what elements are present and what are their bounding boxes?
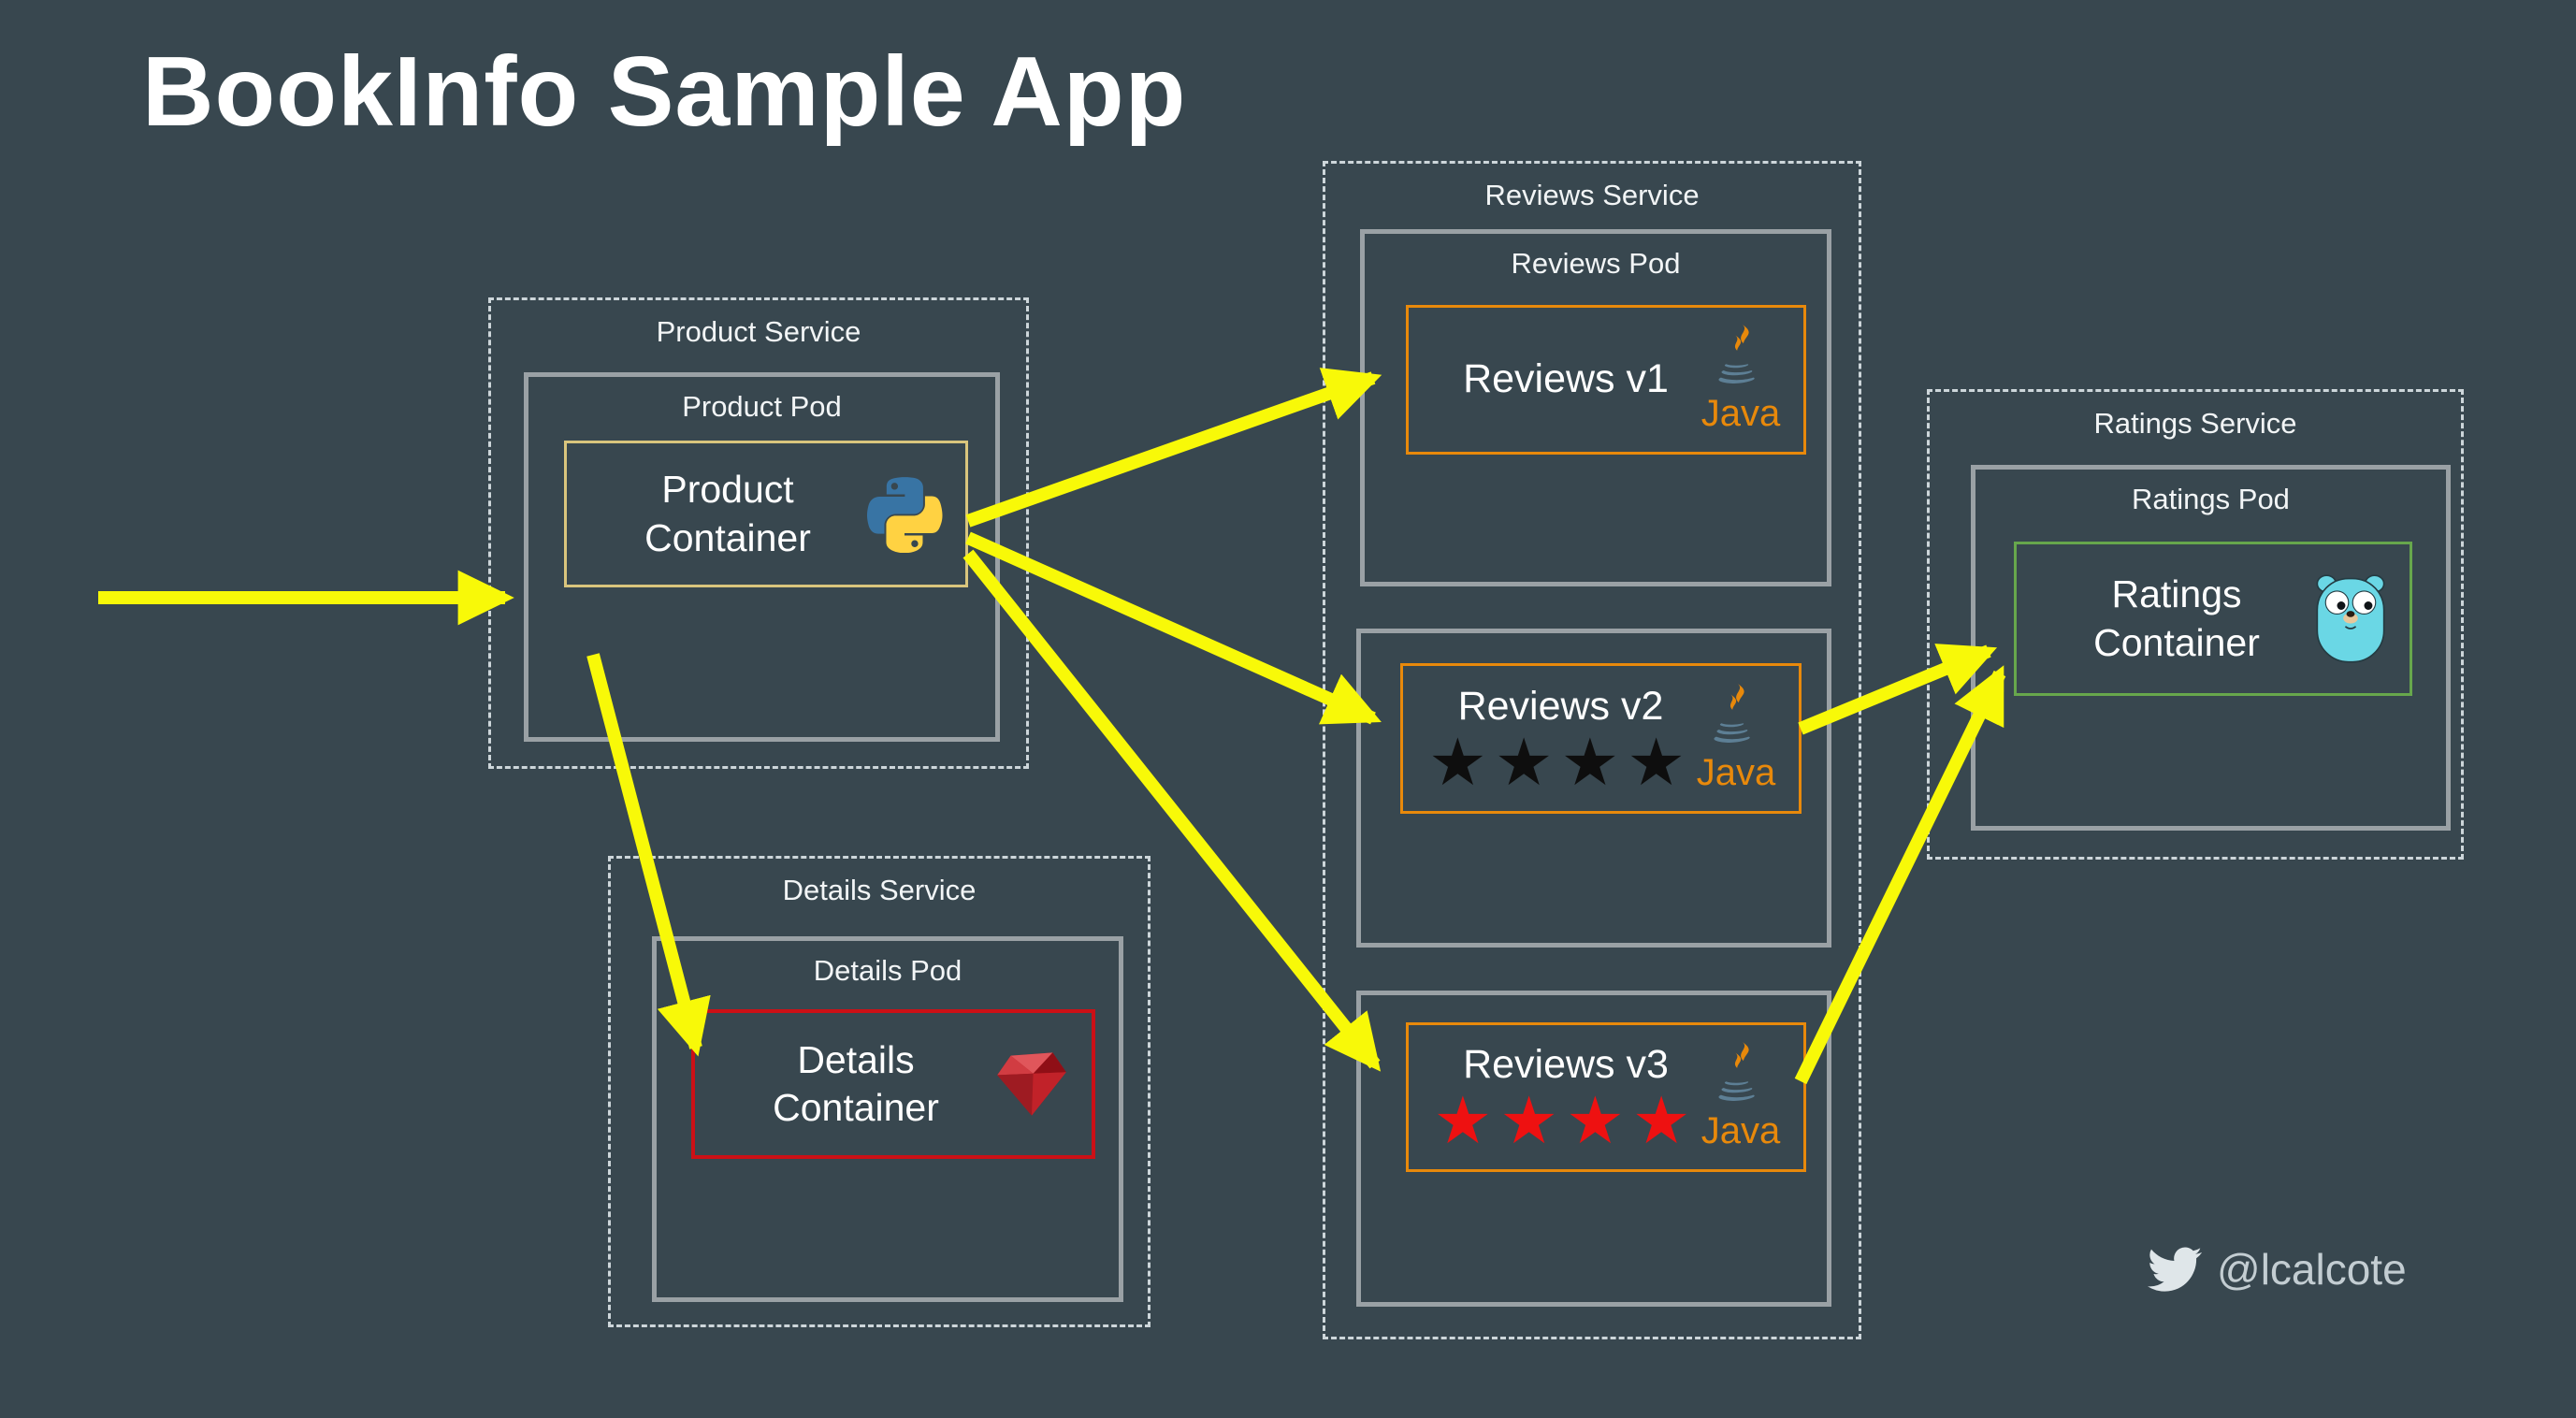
reviews-v3-label: Reviews v3 bbox=[1463, 1042, 1669, 1088]
go-gopher-icon bbox=[2314, 573, 2387, 664]
reviews-v2-container: Reviews v2 ★★★★ Java bbox=[1400, 663, 1802, 814]
ratings-service-label: Ratings Service bbox=[2093, 407, 2297, 440]
java-icon bbox=[1711, 683, 1761, 752]
product-container-label: Product Container bbox=[644, 468, 811, 559]
product-service-group: Product Service Product Pod Product Cont… bbox=[488, 297, 1029, 769]
reviews-pod-1-label: Reviews Pod bbox=[1511, 247, 1681, 280]
details-service-label: Details Service bbox=[782, 874, 977, 906]
java-badge: Java bbox=[1696, 683, 1776, 794]
python-icon bbox=[866, 476, 943, 553]
java-label: Java bbox=[1700, 1110, 1781, 1151]
reviews-service-label: Reviews Service bbox=[1484, 179, 1700, 211]
reviews-v1-container: Reviews v1 Java bbox=[1406, 305, 1806, 455]
java-badge: Java bbox=[1700, 1042, 1781, 1152]
product-pod: Product Pod Product Container bbox=[524, 372, 1000, 742]
java-badge: Java bbox=[1700, 325, 1781, 435]
java-icon bbox=[1715, 325, 1766, 393]
ratings-pod-label: Ratings Pod bbox=[2132, 483, 2290, 515]
reviews-service-group: Reviews Service Reviews Pod Reviews v1 bbox=[1323, 161, 1861, 1339]
reviews-pod-1: Reviews Pod Reviews v1 bbox=[1360, 229, 1831, 586]
ruby-icon bbox=[994, 1047, 1069, 1121]
reviews-v3-stars: ★★★★ bbox=[1433, 1084, 1699, 1158]
reviews-v2-label: Reviews v2 bbox=[1457, 683, 1664, 729]
attribution: @lcalcote bbox=[2148, 1242, 2407, 1296]
details-pod: Details Pod Details Container bbox=[652, 936, 1123, 1302]
ratings-container: Ratings Container bbox=[2014, 542, 2412, 696]
details-pod-label: Details Pod bbox=[813, 954, 962, 987]
twitter-icon bbox=[2148, 1242, 2202, 1296]
reviews-v3-container: Reviews v3 ★★★★ Java bbox=[1406, 1022, 1806, 1172]
ratings-pod: Ratings Pod Ratings Container bbox=[1971, 465, 2451, 831]
details-service-group: Details Service Details Pod Details Cont… bbox=[608, 856, 1151, 1327]
product-service-label: Product Service bbox=[656, 315, 861, 348]
java-label: Java bbox=[1700, 393, 1781, 434]
reviews-pod-3: Reviews v3 ★★★★ Java bbox=[1356, 991, 1831, 1307]
reviews-v2-main: Reviews v2 ★★★★ bbox=[1425, 683, 1696, 799]
reviews-v3-main: Reviews v3 ★★★★ bbox=[1431, 1042, 1700, 1158]
product-pod-label: Product Pod bbox=[682, 390, 842, 423]
reviews-v1-label: Reviews v1 bbox=[1463, 355, 1669, 401]
reviews-pod-2: Reviews v2 ★★★★ Java bbox=[1356, 629, 1831, 948]
twitter-handle: @lcalcote bbox=[2217, 1245, 2407, 1294]
reviews-v1-main: Reviews v1 bbox=[1431, 356, 1700, 404]
ratings-container-label: Ratings Container bbox=[2093, 572, 2260, 664]
page-title: BookInfo Sample App bbox=[142, 36, 1187, 147]
details-container: Details Container bbox=[691, 1009, 1095, 1159]
ratings-service-group: Ratings Service Ratings Pod Ratings Cont… bbox=[1927, 389, 2464, 860]
product-container: Product Container bbox=[564, 441, 968, 587]
reviews-v2-stars: ★★★★ bbox=[1427, 725, 1693, 799]
java-icon bbox=[1715, 1042, 1766, 1110]
java-label: Java bbox=[1696, 751, 1776, 793]
details-container-label: Details Container bbox=[773, 1037, 939, 1129]
